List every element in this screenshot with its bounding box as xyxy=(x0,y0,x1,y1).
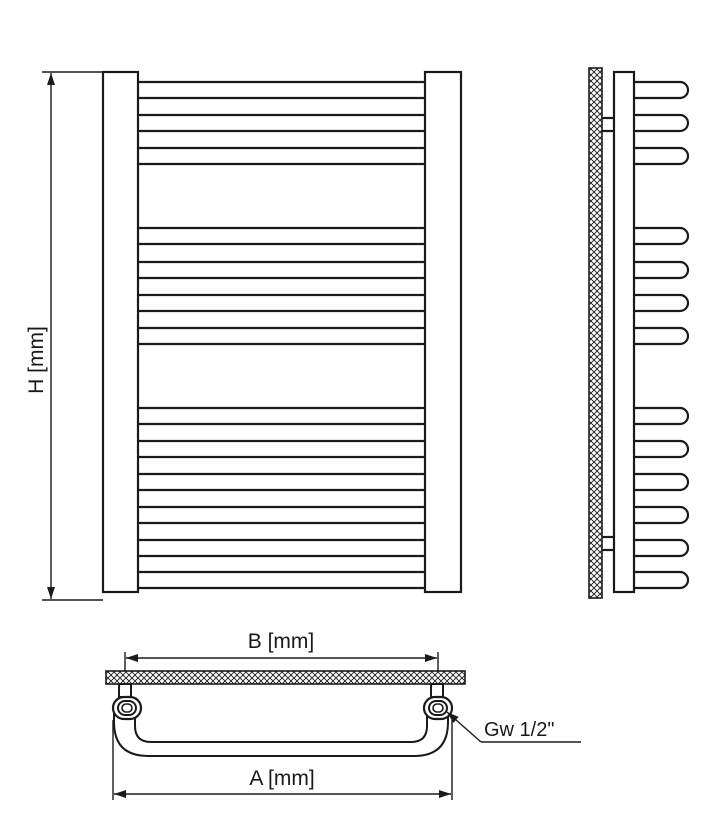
side-view xyxy=(588,67,690,599)
side-rail xyxy=(630,260,690,280)
u-tube-inner xyxy=(134,708,428,743)
side-rail xyxy=(630,226,690,246)
connection-label: Gw 1/2" xyxy=(484,719,554,741)
front-view xyxy=(101,70,463,594)
side-collector xyxy=(612,70,636,594)
side-rail xyxy=(630,570,690,590)
rail xyxy=(111,113,452,133)
rail xyxy=(111,226,452,246)
top-view xyxy=(105,652,581,800)
u-tube xyxy=(113,708,449,757)
right-collector xyxy=(423,70,463,594)
side-rail xyxy=(630,326,690,346)
side-rail xyxy=(630,80,690,100)
side-rail xyxy=(630,505,690,525)
rail xyxy=(111,326,452,346)
rail xyxy=(111,538,452,558)
rail xyxy=(111,260,452,280)
b-label: B [mm] xyxy=(248,630,315,653)
side-rail xyxy=(630,146,690,166)
front-rails xyxy=(111,80,452,590)
connection-right xyxy=(422,695,454,721)
rail xyxy=(111,406,452,426)
a-dimension xyxy=(112,720,453,800)
connection-leader xyxy=(446,711,581,743)
left-collector xyxy=(101,70,140,594)
side-rail xyxy=(630,439,690,459)
a-label: A [mm] xyxy=(249,767,314,790)
rail xyxy=(111,80,452,100)
rail xyxy=(111,505,452,525)
side-rail xyxy=(630,406,690,426)
rail xyxy=(111,472,452,492)
side-rail xyxy=(630,472,690,492)
side-rail xyxy=(630,113,690,133)
rail xyxy=(111,439,452,459)
side-rails xyxy=(630,80,690,590)
side-rail xyxy=(630,538,690,558)
standoff-left xyxy=(118,683,132,698)
rail xyxy=(111,146,452,166)
side-rail xyxy=(630,293,690,313)
rail xyxy=(111,293,452,313)
wall-strip xyxy=(105,670,466,685)
connection-left xyxy=(111,695,143,721)
wall-section xyxy=(588,67,603,599)
height-label: H [mm] xyxy=(25,326,48,394)
height-dimension xyxy=(42,71,103,601)
rail xyxy=(111,570,452,590)
standoff-right xyxy=(430,683,444,698)
